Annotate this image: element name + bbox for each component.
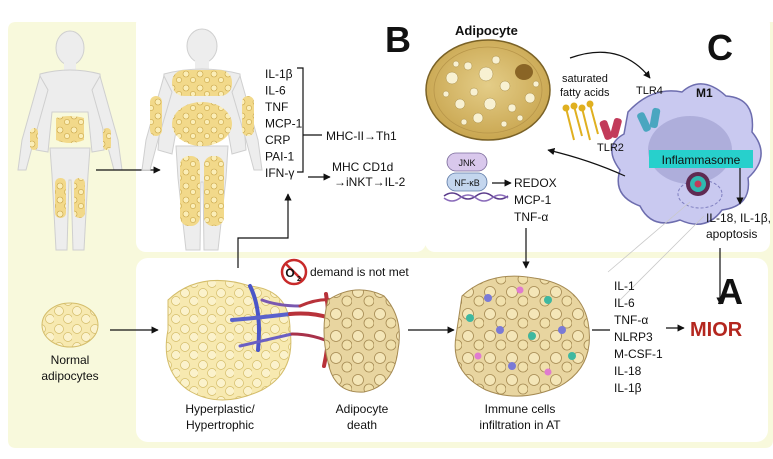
- cytokine-item: CRP: [265, 133, 290, 147]
- cytokine-item: MCP-1: [265, 117, 303, 131]
- tlr4-receptor: [637, 107, 661, 132]
- adipocyte-death-line: Adipocyte: [336, 402, 389, 416]
- a-cytokine-item: IL-18: [614, 364, 642, 378]
- immune-infiltration-line: Immune cells: [485, 402, 556, 416]
- normal-adipocytes-cluster: [41, 302, 99, 348]
- o2-symbol: O: [285, 266, 294, 280]
- saturated-label: saturated: [562, 73, 608, 85]
- il18-output-list: IL-18, IL-1β, apoptosis: [706, 211, 771, 241]
- guide-line-2: [619, 215, 705, 301]
- panel-label-b: B: [385, 19, 411, 60]
- panel-label-c: C: [707, 27, 733, 68]
- immune-infiltration-cluster: [454, 275, 590, 397]
- a-cytokine-item: IL-1: [614, 279, 635, 293]
- normal-adipocytes-label: Normal adipocytes: [41, 353, 98, 383]
- redox-item: MCP-1: [514, 193, 552, 207]
- hyperplastic-line: Hypertrophic: [186, 418, 254, 432]
- cytokine-item: PAI-1: [265, 150, 294, 164]
- lean-human-figure: [17, 30, 123, 251]
- cytokine-item: IL-1β: [265, 67, 293, 81]
- fatty-acids-label: fatty acids: [560, 87, 610, 99]
- guide-line-1: [607, 201, 691, 273]
- obese-human-figure: [141, 28, 263, 251]
- redox-item: TNF-α: [514, 210, 548, 224]
- adipocyte-title: Adipocyte: [455, 23, 518, 38]
- o2-no-symbol: O 2: [280, 258, 308, 286]
- mhc-th1-label: MHC-II→Th1: [326, 129, 397, 143]
- m1-label: M1: [696, 86, 713, 100]
- cytokine-item: IL-6: [265, 84, 286, 98]
- demand-not-met-label: demand is not met: [310, 265, 409, 279]
- fatty-acid-chains: [562, 100, 599, 141]
- a-cytokine-item: IL-6: [614, 296, 635, 310]
- immune-infiltration-label: Immune cells infiltration in AT: [479, 402, 561, 432]
- nfkb-label: NF-κB: [454, 178, 480, 188]
- tlr2-label: TLR2: [597, 142, 624, 154]
- hyperplastic-line: Hyperplastic/: [185, 402, 255, 416]
- adipocyte-death-label: Adipocyte death: [336, 402, 389, 432]
- a-cytokine-item: IL-1β: [614, 381, 642, 395]
- adipocyte-death-line: death: [347, 418, 377, 432]
- immune-infiltration-line: infiltration in AT: [479, 418, 561, 432]
- normal-adipocytes-line: adipocytes: [41, 369, 98, 383]
- arrow-fa-to-tlr4: [569, 51, 651, 79]
- inkt-label: →iNKT→IL-2: [334, 175, 406, 189]
- hyperplastic-label: Hyperplastic/Hypertrophic: [185, 402, 255, 432]
- inflammasome-label: Inflammasome: [662, 153, 741, 167]
- cytokine-item: TNF: [265, 100, 288, 114]
- hyperplastic-cluster: [165, 280, 292, 401]
- a-cytokine-item: TNF-α: [614, 313, 648, 327]
- mior-label: MIOR: [690, 319, 743, 341]
- redox-item: REDOX: [514, 176, 557, 190]
- arrow-hyper-to-b: [237, 193, 292, 268]
- il18-item: IL-18, IL-1β,: [706, 211, 771, 225]
- large-adipocyte: [425, 39, 551, 141]
- arrow-m1-to-adipocyte: [547, 147, 626, 177]
- inflammasome-complex: [686, 172, 710, 196]
- tlr4-label: TLR4: [636, 85, 663, 97]
- o2-subscript: 2: [297, 276, 301, 283]
- panel-a-box: [136, 258, 768, 442]
- jnk-nfkb-complex: JNK NF-κB: [443, 152, 509, 202]
- normal-adipocytes-line: Normal: [51, 353, 90, 367]
- a-cytokine-item: M-CSF-1: [614, 347, 663, 361]
- mhc-cd1d-label: MHC CD1d: [332, 160, 393, 174]
- il18-item: apoptosis: [706, 227, 757, 241]
- jnk-label: JNK: [458, 158, 475, 168]
- panel-label-a: A: [717, 271, 743, 312]
- bracket-b: [297, 67, 304, 173]
- dead-adipocyte-cluster: [323, 289, 400, 393]
- inflammasome-box: [649, 150, 753, 168]
- a-cytokine-item: NLRP3: [614, 330, 653, 344]
- cytokine-item: IFN-γ: [265, 166, 294, 180]
- tlr2-receptor: [599, 117, 622, 140]
